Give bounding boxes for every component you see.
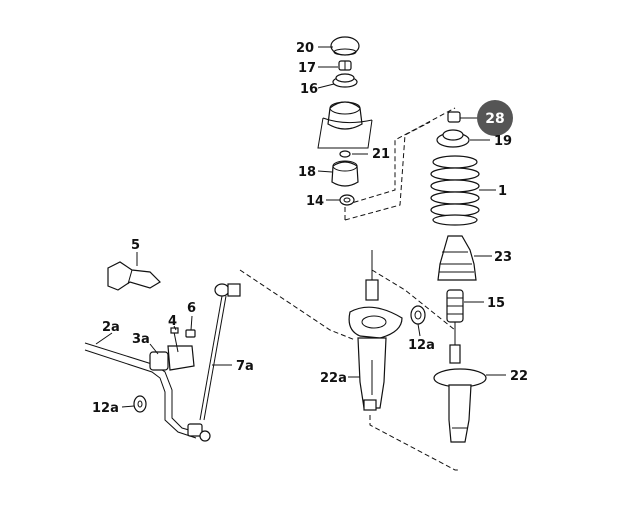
- highlight-badge-28[interactable]: 28: [477, 100, 513, 136]
- nut-6: [185, 329, 196, 338]
- dust-boot-23: [437, 235, 477, 281]
- coil-spring-1: [430, 155, 480, 226]
- label-part-5: 5: [131, 238, 140, 253]
- spring-seat-19: [436, 129, 470, 148]
- nut-28: [447, 111, 461, 123]
- top-nut: [338, 60, 352, 71]
- label-part-12a-left: 12a: [92, 401, 119, 416]
- label-part-17: 17: [298, 61, 316, 76]
- body-bracket: [317, 117, 373, 149]
- shock-absorber-22: [433, 322, 487, 443]
- label-part-23: 23: [494, 250, 512, 265]
- label-part-16: 16: [300, 82, 318, 97]
- highlight-badge-circle: [477, 100, 513, 136]
- label-part-22: 22: [510, 369, 528, 384]
- coupling-rod-7a: [187, 283, 241, 442]
- bracket-5: [107, 261, 161, 291]
- strut-mount-upper: [327, 101, 363, 130]
- washer-14: [339, 194, 355, 206]
- nut-12a-left: [133, 395, 147, 413]
- strut-housing-22a: [348, 250, 403, 411]
- nut-12a-right: [410, 305, 426, 325]
- spacer-nut-21: [339, 150, 351, 158]
- assembly-dashed-outlines: [239, 107, 460, 471]
- label-part-15: 15: [487, 296, 505, 311]
- bushing-3a: [149, 345, 195, 371]
- label-part-21: 21: [372, 147, 390, 162]
- label-part-19: 19: [494, 134, 512, 149]
- label-part-18: 18: [298, 165, 316, 180]
- label-part-12a-right: 12a: [408, 338, 435, 353]
- label-part-14: 14: [306, 194, 324, 209]
- label-part-22a: 22a: [320, 371, 347, 386]
- bearing-washer: [332, 73, 358, 88]
- label-part-20: 20: [296, 41, 314, 56]
- label-part-28: 28: [485, 111, 504, 127]
- label-part-7a: 7a: [236, 359, 254, 374]
- label-part-3a: 3a: [132, 332, 150, 347]
- bump-stop-15: [446, 289, 464, 323]
- top-mount-cap: [330, 36, 360, 56]
- label-part-4: 4: [168, 314, 177, 329]
- label-part-2a: 2a: [102, 320, 120, 335]
- strut-mount-lower: [331, 160, 359, 187]
- label-part-1: 1: [498, 184, 507, 199]
- label-part-6: 6: [187, 301, 196, 316]
- leader-lines: [95, 46, 506, 408]
